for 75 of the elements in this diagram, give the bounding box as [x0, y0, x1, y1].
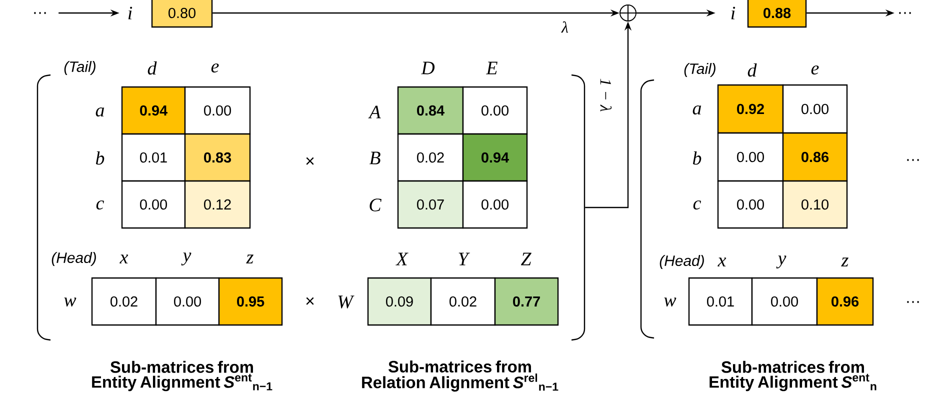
axis-label: c: [693, 200, 701, 210]
matrix-cell: 0.00: [782, 84, 848, 134]
edge-label: λ: [561, 21, 568, 33]
axis-label: d: [148, 61, 157, 75]
matrix-cell: 0.00: [155, 277, 220, 326]
matrix-cell: 0.00: [717, 180, 784, 229]
matrix-cell: 0.86: [782, 132, 848, 182]
axis-label: Z: [520, 252, 532, 266]
matrix-cell: 0.01: [121, 133, 186, 182]
axis-title: (Head): [52, 252, 96, 266]
caption: Sub-matrices from Entity Alignment S$^{ent}$n−1: [92, 360, 272, 392]
axis-title: (Tail): [64, 61, 96, 75]
matrix-cell: 0.92: [717, 84, 784, 134]
matrix-cell: 0.83: [184, 133, 251, 182]
axis-label: b: [692, 151, 702, 165]
matrix-cell: 0.95: [218, 277, 283, 326]
matrix-cell: 0.09: [367, 277, 432, 326]
matrix-cell: 0.77: [494, 277, 559, 326]
matrix-cell: 0.02: [91, 277, 157, 326]
matrix-cell: 0.00: [121, 180, 186, 229]
matrix-cell: 0.00: [751, 277, 818, 326]
axis-label: x: [120, 254, 128, 264]
value-box: 0.80: [151, 0, 213, 28]
axis-label: Y: [458, 252, 470, 266]
row-label: i: [731, 6, 736, 20]
axis-label: y: [776, 256, 786, 268]
axis-label: a: [692, 105, 702, 115]
axis-label: y: [181, 252, 192, 266]
ellipsis: …: [34, 12, 46, 14]
axis-label: X: [396, 252, 408, 266]
axis-label: D: [420, 62, 435, 74]
matrix-cell: 0.94: [462, 133, 528, 182]
value-box: 0.88: [747, 0, 807, 28]
matrix-cell: 0.10: [782, 180, 848, 229]
axis-title: (Tail): [684, 63, 716, 77]
axis-label: w: [64, 298, 76, 306]
edge-label: 1 − λ: [600, 78, 612, 112]
matrix-cell: 0.02: [430, 277, 496, 326]
matrix-cell: 0.12: [184, 180, 251, 229]
axis-label: C: [370, 198, 382, 212]
axis-label: w: [664, 298, 676, 306]
axis-label: B: [369, 152, 380, 164]
matrix-cell: 0.07: [397, 180, 464, 229]
matrix-cell: 0.00: [462, 180, 528, 229]
matrix-cell: 0.01: [688, 277, 753, 326]
matrix-cell: 0.94: [121, 86, 186, 135]
axis-label: z: [246, 254, 254, 264]
matrix-cell: 0.00: [717, 132, 784, 182]
axis-label: d: [748, 63, 757, 77]
ellipsis: …: [907, 301, 919, 303]
axis-label: E: [486, 62, 498, 74]
axis-title: (Head): [660, 255, 704, 269]
caption: Sub-matrices from Entity Alignment S$^{ent}$n: [710, 360, 876, 392]
matrix-cell: 0.84: [397, 86, 464, 135]
matrix-cell: 0.00: [184, 86, 251, 135]
ellipsis: …: [907, 159, 919, 161]
axis-label: A: [368, 106, 381, 118]
matrix-cell: 0.96: [816, 277, 874, 326]
matrix-cell: 0.00: [462, 86, 528, 135]
row-label: i: [128, 6, 132, 20]
axis-label: x: [718, 258, 726, 266]
axis-label: a: [96, 107, 104, 117]
axis-label: e: [211, 63, 219, 73]
sum-circle: [620, 4, 636, 22]
axis-label: W: [338, 296, 354, 308]
axis-label: z: [841, 258, 848, 266]
axis-label: b: [96, 151, 104, 165]
axis-label: c: [96, 200, 104, 210]
axis-label: e: [811, 65, 819, 75]
times-sign: ×: [306, 157, 314, 165]
ellipsis: …: [899, 12, 911, 14]
matrix-group-brackets: [36, 74, 586, 341]
matrix-cell: 0.02: [397, 133, 464, 182]
caption: Sub-matrices from Relation Alignment S$^{rel}$n−1: [362, 360, 558, 392]
times-sign: ×: [306, 297, 314, 305]
